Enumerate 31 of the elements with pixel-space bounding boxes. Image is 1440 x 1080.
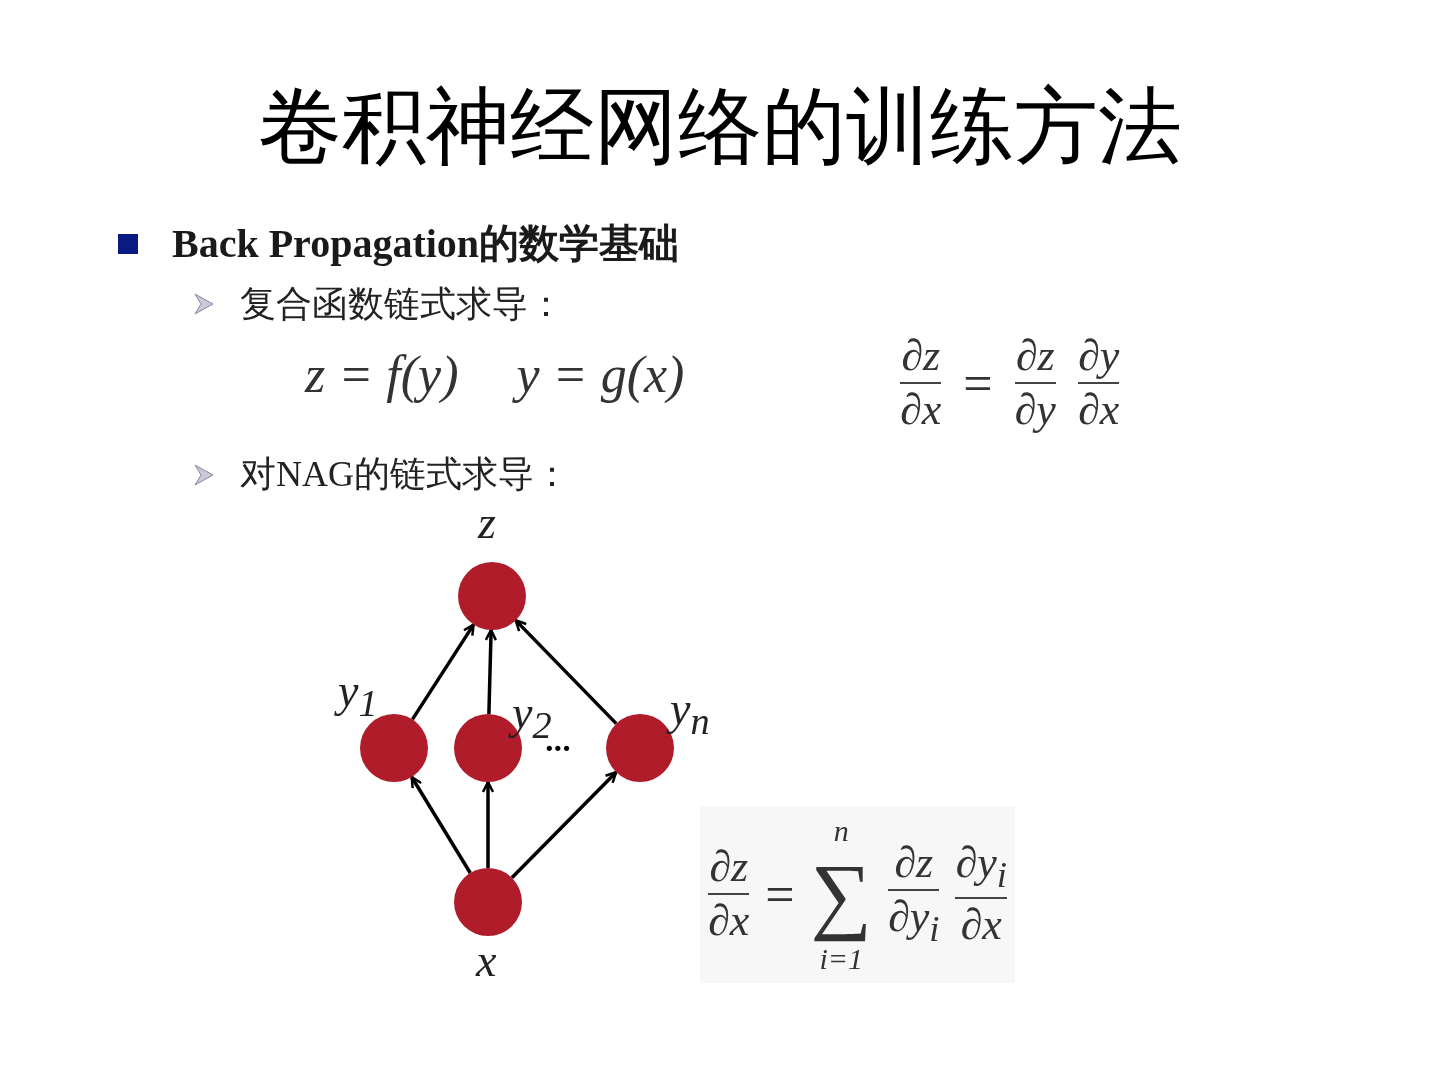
section-heading: Back Propagation的数学基础 [172, 220, 680, 268]
math-text: ∂x [1077, 386, 1120, 435]
node-label: x [476, 938, 497, 984]
sub-heading: 复合函数链式求导： [240, 283, 564, 326]
math-text: ∂y$_{i}$ [955, 839, 1007, 896]
math-text: n [833, 814, 849, 847]
arrow [410, 775, 472, 874]
sub-heading: 对NAG的链式求导： [240, 453, 570, 496]
sum-symbol: ∑ [810, 847, 872, 942]
math-text: ∂z [901, 332, 941, 381]
ellipsis: ••• [544, 740, 570, 758]
math-text: ∂z [709, 842, 749, 892]
math-text: i=1 [819, 941, 864, 975]
math-text: ∂y$_{i}$ [887, 893, 940, 950]
arrow [481, 780, 495, 868]
arrow [410, 623, 476, 721]
slide-title: 卷积神经网络的训练方法 [257, 80, 1183, 173]
arrow [510, 770, 618, 880]
math-text: ∂x [960, 901, 1002, 950]
math-text: = [765, 865, 795, 923]
math-text: = [963, 354, 993, 412]
arrow [514, 619, 618, 725]
node-label: z [478, 500, 496, 546]
math-text: ∂z [894, 839, 934, 888]
math-text: ∂y [1014, 386, 1056, 435]
math-text: ∂x [900, 386, 942, 435]
arrow [484, 628, 498, 715]
math-text: ∂x [708, 897, 750, 946]
math-text: ∂y [1077, 332, 1120, 381]
math-text: ∂z [1015, 332, 1055, 381]
math-text: z = f(y) [305, 346, 459, 404]
